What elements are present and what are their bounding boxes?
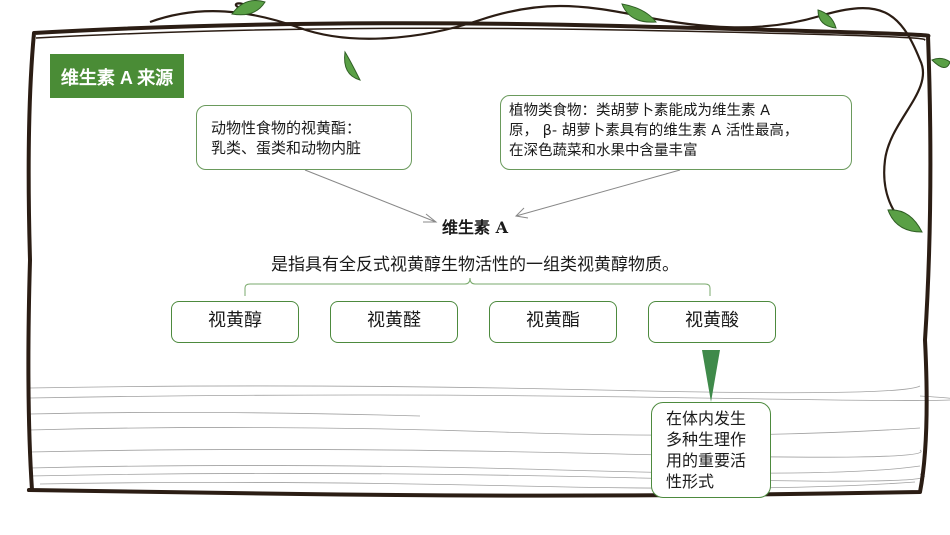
forms-bracket [244, 277, 711, 296]
center-title: 维生素 A [442, 218, 508, 237]
pointer-triangle [702, 350, 720, 402]
note-line: 用的重要活 [666, 451, 747, 470]
animal-source-line: 动物性食物的视黄酯： [211, 119, 362, 137]
section-title-tag: 维生素 A 来源 [50, 54, 184, 98]
wood-frame [26, 21, 933, 498]
animal-source-callout: 动物性食物的视黄酯： 乳类、蛋类和动物内脏 [196, 105, 412, 170]
form-box-retinoic-acid: 视黄酸 [648, 301, 776, 343]
source-arrows [304, 169, 681, 223]
note-line: 在体内发生 [666, 409, 747, 428]
leaf-icon [231, 0, 950, 233]
wood-grain [29, 385, 950, 489]
definition-text: 是指具有全反式视黄醇生物活性的一组类视黄醇物质。 [271, 255, 679, 275]
plant-source-line: 原， β- 胡萝卜素具有的维生素 A 活性最高， [509, 123, 799, 139]
note-callout: 在体内发生 多种生理作 用的重要活 性形式 [651, 402, 771, 498]
plant-source-line: 在深色蔬菜和水果中含量丰富 [509, 143, 698, 159]
form-box-retinal: 视黄醛 [330, 301, 458, 343]
form-box-retinol: 视黄醇 [171, 301, 299, 343]
form-box-retinyl-ester: 视黄酯 [489, 301, 617, 343]
plant-source-callout: 植物类食物：类胡萝卜素能成为维生素 A 原， β- 胡萝卜素具有的维生素 A 活… [500, 95, 852, 170]
note-line: 性形式 [666, 472, 715, 491]
note-line: 多种生理作 [666, 430, 747, 449]
plant-source-line: 植物类食物：类胡萝卜素能成为维生素 A [509, 103, 771, 119]
animal-source-line: 乳类、蛋类和动物内脏 [211, 139, 362, 157]
